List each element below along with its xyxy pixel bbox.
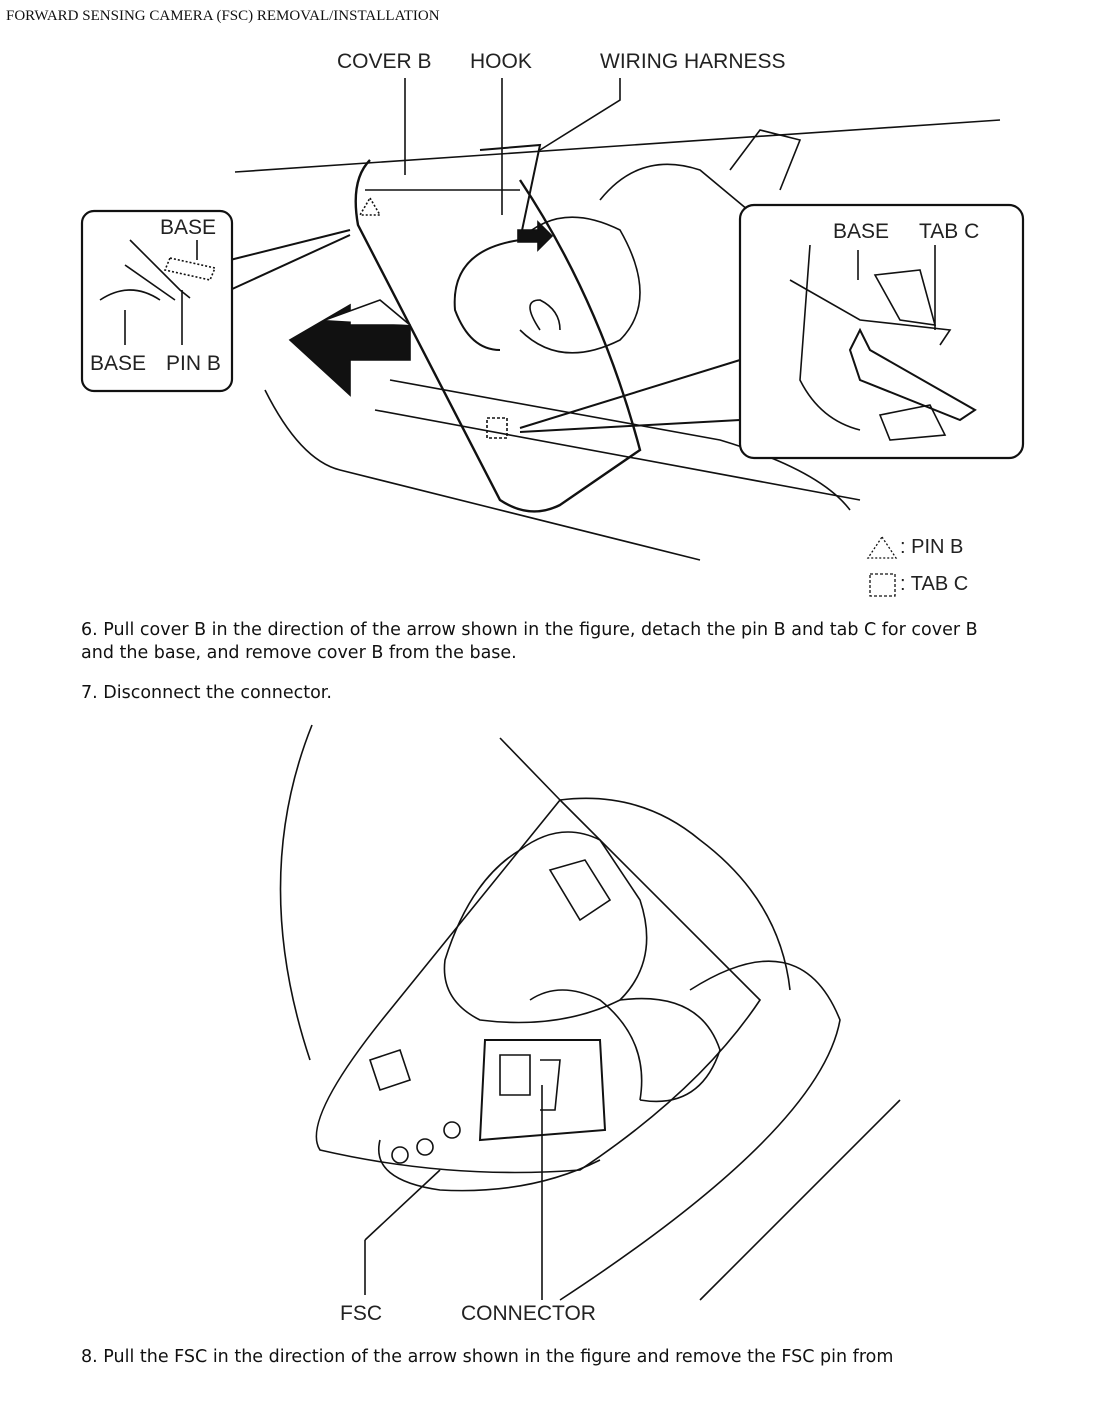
label-cover-b: COVER B <box>337 50 432 73</box>
label-hook: HOOK <box>470 50 532 73</box>
label-connector: CONNECTOR <box>461 1302 596 1325</box>
step-6: 6. Pull cover B in the direction of the … <box>81 620 978 663</box>
step-7: 7. Disconnect the connector. <box>81 683 332 703</box>
page-title: FORWARD SENSING CAMERA (FSC) REMOVAL/INS… <box>6 8 440 24</box>
label-tab-c: TAB C <box>919 220 980 243</box>
label-fsc: FSC <box>340 1302 382 1325</box>
label-base-top: BASE <box>160 216 217 239</box>
legend-pin-b: : PIN B <box>900 536 964 558</box>
legend-tab-c: : TAB C <box>900 573 969 595</box>
label-inset-base: BASE <box>833 220 890 243</box>
step-8: 8. Pull the FSC in the direction of the … <box>81 1347 894 1367</box>
label-pin-b: PIN B <box>166 352 221 375</box>
label-base-bottom: BASE <box>90 352 147 375</box>
cover-b-diagram <box>80 78 1025 597</box>
label-wiring-harness: WIRING HARNESS <box>600 50 786 73</box>
